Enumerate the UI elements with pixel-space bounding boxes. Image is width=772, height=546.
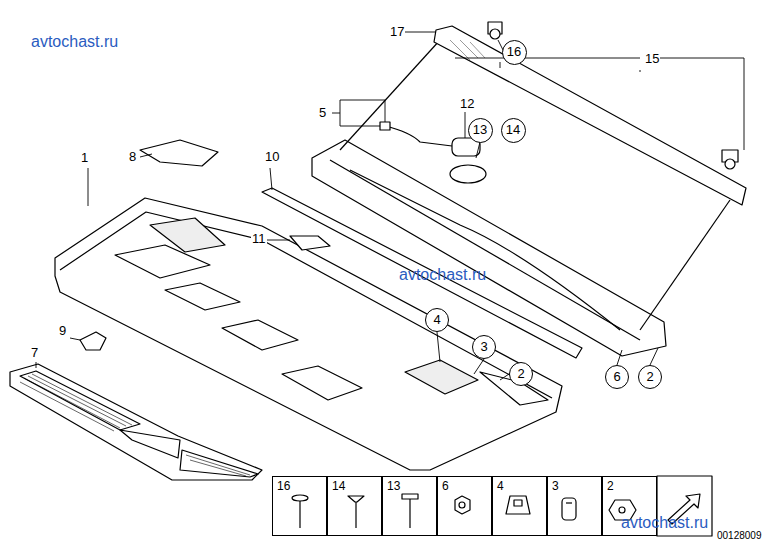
part-number: 1	[80, 151, 89, 165]
leader-lines	[36, 32, 744, 380]
part-number: 10	[264, 150, 280, 164]
callout-circle: 14	[501, 118, 526, 143]
roller-blind	[312, 22, 746, 356]
watermark: avtochast.ru	[398, 266, 487, 284]
callout-number: 2	[646, 370, 653, 384]
callout-circle: 3	[472, 335, 496, 359]
hardware-cell: 3	[547, 476, 602, 536]
watermark: avtochast.ru	[30, 33, 119, 51]
callout-number: 14	[506, 123, 520, 137]
cover-part	[140, 140, 218, 166]
callout-number: 6	[442, 479, 449, 493]
callout-number: 3	[480, 340, 487, 354]
part-number: 17	[389, 25, 405, 39]
callout-circle: 4	[425, 308, 449, 332]
part-number: 9	[58, 324, 67, 338]
hardware-icons	[292, 476, 712, 536]
hardware-cell: 14	[327, 476, 382, 536]
callout-number: 2	[607, 479, 614, 493]
callout-number: 3	[552, 479, 559, 493]
callout-number: 16	[507, 45, 521, 59]
callout-number: 6	[613, 370, 620, 384]
grille-part	[10, 364, 262, 480]
hardware-cell: 13	[382, 476, 437, 536]
callout-circle: 2	[638, 365, 662, 389]
drawing-number: 00128009	[716, 530, 763, 541]
callout-number: 13	[473, 123, 487, 137]
callout-circle: 2	[509, 362, 533, 386]
part-number: 5	[318, 106, 327, 120]
clip-part	[80, 332, 106, 350]
callout-circle: 13	[468, 118, 493, 143]
callout-number: 16	[277, 479, 290, 493]
callout-number: 14	[332, 479, 345, 493]
callout-number: 13	[387, 479, 400, 493]
callout-number: 4	[433, 313, 440, 327]
part-number: 11	[251, 232, 267, 246]
part-number: 15	[644, 52, 660, 66]
callout-number: 2	[517, 367, 524, 381]
callout-number: 4	[497, 479, 504, 493]
hardware-cell: 16	[272, 476, 327, 536]
part-number: 12	[459, 97, 475, 111]
hardware-cell: 6	[437, 476, 492, 536]
part-number: 7	[30, 346, 39, 360]
hardware-cell: 4	[492, 476, 547, 536]
callout-circle: 6	[605, 365, 629, 389]
bracket-part	[290, 236, 330, 250]
part-number: 8	[128, 150, 137, 164]
callout-circle: 16	[502, 40, 527, 65]
watermark: avtochast.ru	[620, 514, 709, 532]
